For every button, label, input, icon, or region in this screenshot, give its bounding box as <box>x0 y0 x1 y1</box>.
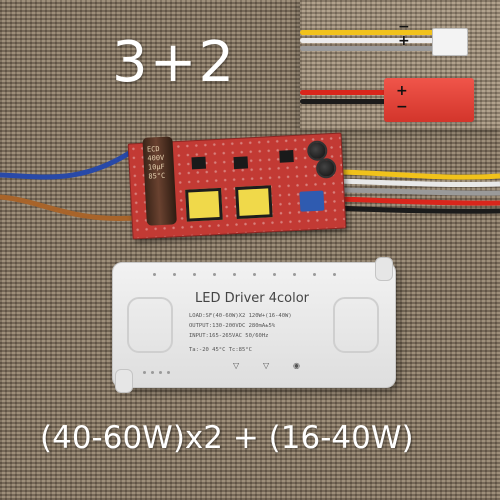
case-title: LED Driver 4color <box>195 291 310 306</box>
vent-hole <box>233 273 236 276</box>
vent-hole <box>253 273 256 276</box>
red-wire <box>300 90 390 95</box>
ic-chip-1 <box>191 156 207 170</box>
left-emboss-panel <box>127 297 173 353</box>
vent-hole <box>151 371 154 374</box>
vent-hole <box>173 273 176 276</box>
connector-inset <box>300 0 500 130</box>
white-connector-plus-label: + <box>398 33 410 49</box>
ic-chip-2 <box>233 156 249 170</box>
warning-triangle-icon: ▽ <box>263 361 270 370</box>
case-mount-tab-right <box>375 257 393 281</box>
small-capacitor-2 <box>315 157 337 179</box>
gray-wire <box>300 46 434 51</box>
blue-input-wire <box>0 147 137 180</box>
power-caption: (40-60W)x2 + (16-40W) <box>40 420 414 456</box>
red-output-wire <box>335 196 500 206</box>
spec-load: LOAD:SF(40-60W)X2 120W+(16-40W) <box>189 313 292 319</box>
transformer-1 <box>185 187 223 222</box>
led-driver-case: LED Driver 4color LOAD:SF(40-60W)X2 120W… <box>112 257 396 393</box>
brown-input-wire <box>0 194 137 221</box>
red-connector <box>384 78 474 122</box>
vent-hole <box>313 273 316 276</box>
right-emboss-panel <box>333 297 379 353</box>
vent-hole <box>293 273 296 276</box>
white-connector <box>432 28 468 56</box>
capacitor-rating: 400V 10μF 85°C <box>147 153 166 181</box>
vent-hole <box>143 371 146 374</box>
vent-hole <box>167 371 170 374</box>
warning-triangle-icon: ▽ <box>233 361 240 370</box>
vent-hole <box>273 273 276 276</box>
vent-hole <box>333 273 336 276</box>
ic-chip-3 <box>279 150 294 163</box>
black-wire <box>300 99 390 104</box>
gray-output-wire <box>335 187 500 196</box>
vent-hole <box>213 273 216 276</box>
red-connector-plus-label: + <box>396 83 408 99</box>
electrolytic-capacitor: ECD 400V 10μF 85°C <box>142 136 177 226</box>
transformer-2 <box>235 185 273 220</box>
case-mount-tab-left <box>115 369 133 393</box>
black-output-wire <box>335 205 500 214</box>
white-connector-minus-label: − <box>398 19 410 35</box>
red-connector-minus-label: − <box>396 99 408 115</box>
certification-icon: ◉ <box>293 361 300 370</box>
spec-output: OUTPUT:130-200VDC 280mA±5% <box>189 323 276 329</box>
spec-input: INPUT:165-265VAC 50/60Hz <box>189 333 269 339</box>
yellow-wire <box>300 30 434 35</box>
vent-hole <box>153 273 156 276</box>
driver-circuit-board: ECD 400V 10μF 85°C <box>127 132 347 240</box>
spec-temperature: Ta:-20 45°C Tc:85°C <box>189 347 252 353</box>
blue-capacitor <box>299 190 325 212</box>
headline: 3+2 <box>112 30 237 95</box>
vent-hole <box>159 371 162 374</box>
white-output-wire <box>335 178 500 188</box>
capacitor-label: ECD 400V 10μF 85°C <box>147 144 173 181</box>
white-wire <box>300 38 434 43</box>
yellow-output-wire <box>335 169 500 180</box>
vent-hole <box>193 273 196 276</box>
